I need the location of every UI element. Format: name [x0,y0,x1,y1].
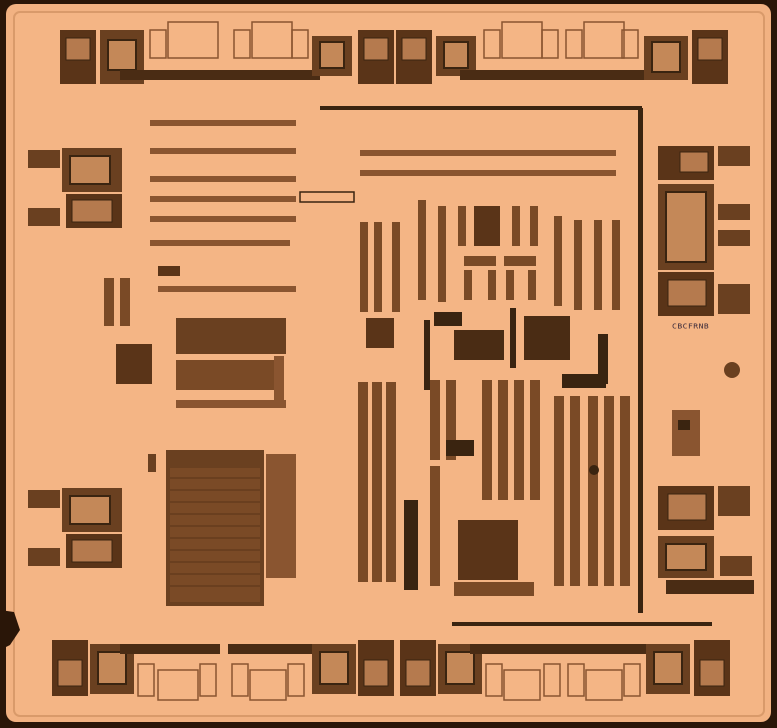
die-marking: CBCFRNB [672,322,710,331]
right-pad-column [658,146,754,594]
logic-core [358,200,630,596]
left-pad-column [28,148,122,568]
interconnect-bus [150,106,712,626]
memory-array [166,450,296,606]
left-logic-blocks [104,266,286,472]
test-structures [672,362,740,456]
bottom-pad-row [52,640,730,701]
top-pad-row [60,21,728,84]
